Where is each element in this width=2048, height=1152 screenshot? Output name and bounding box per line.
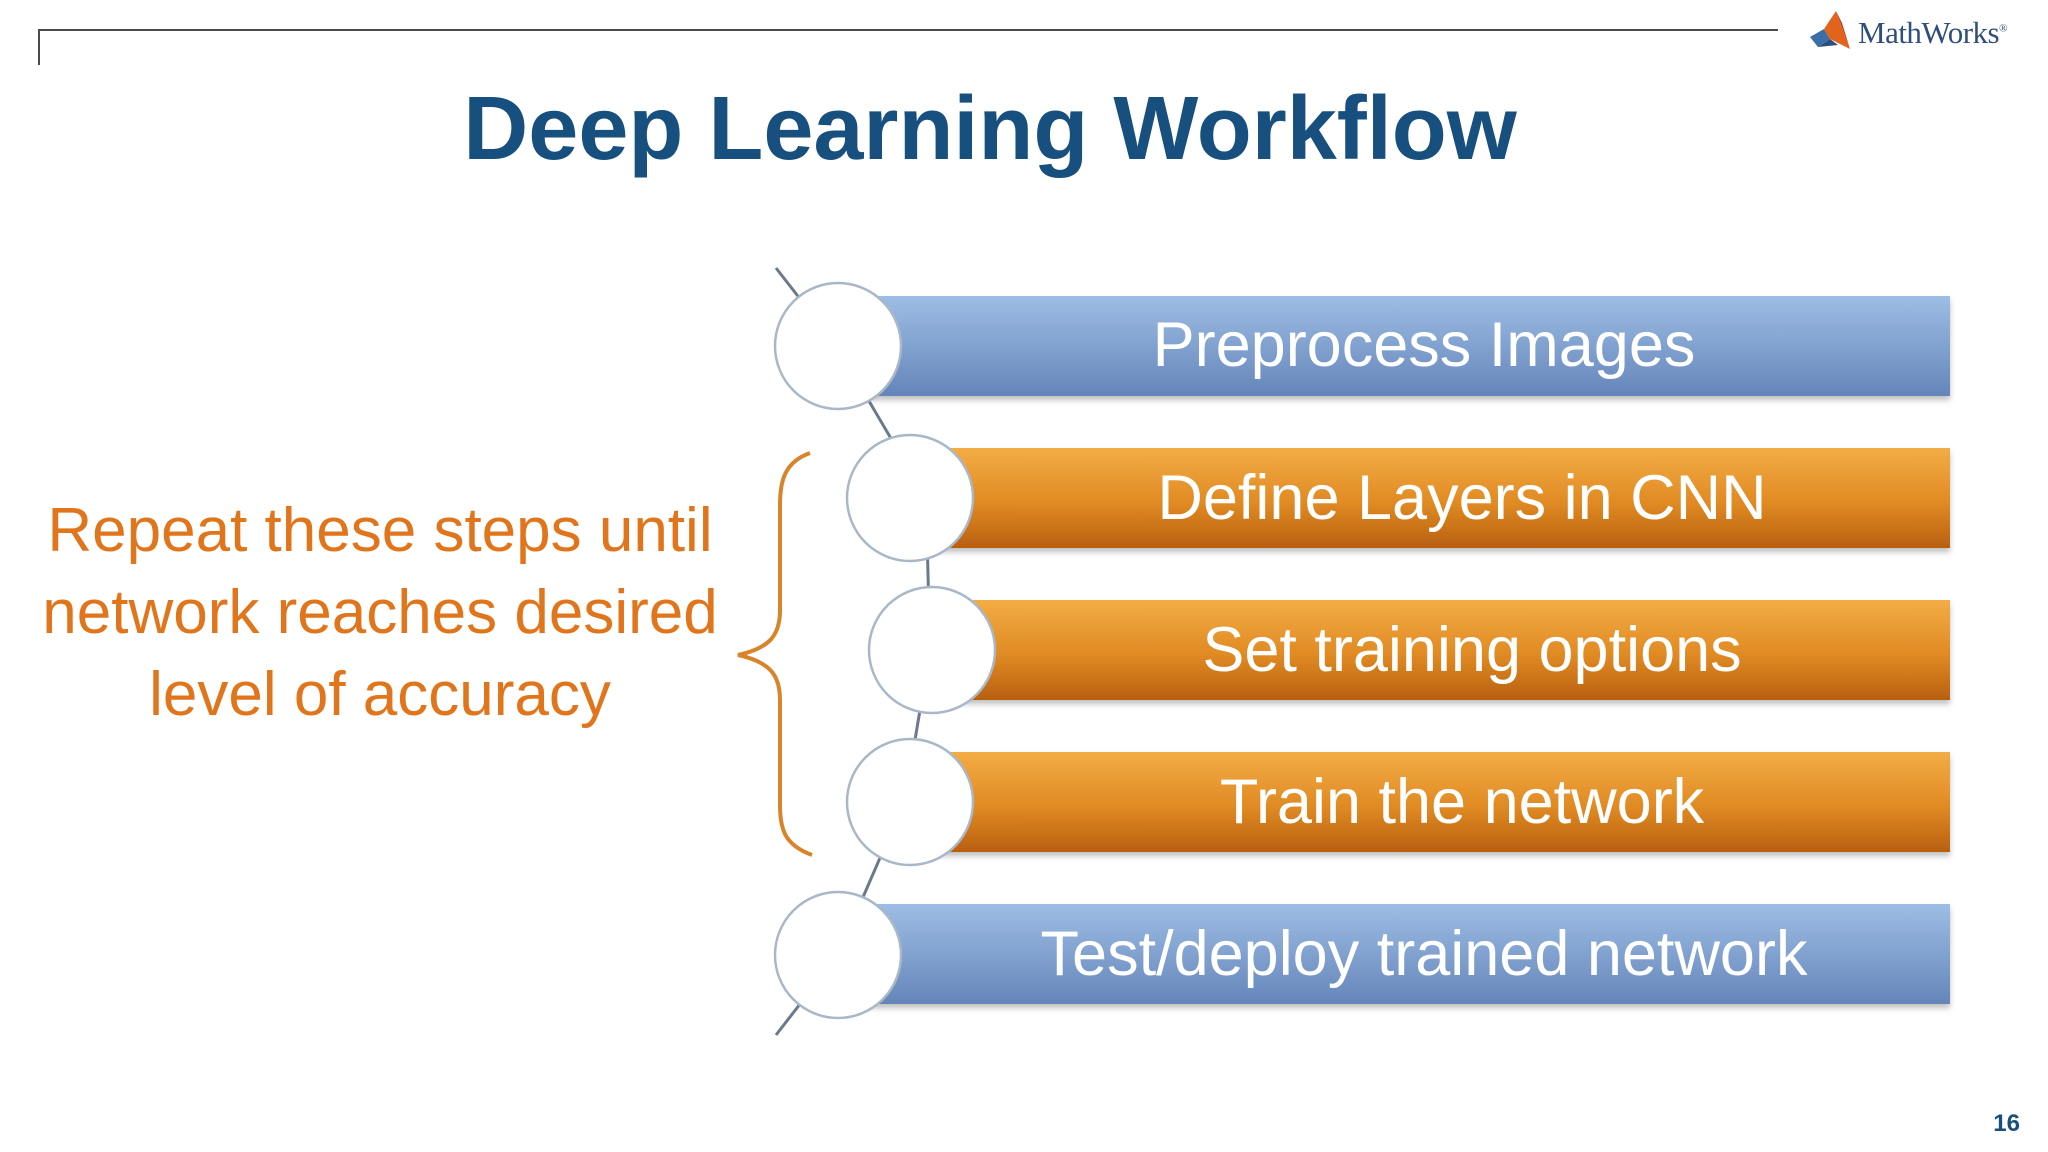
step-node bbox=[773, 281, 903, 411]
workflow-step: Preprocess Images bbox=[773, 281, 1950, 411]
step-label: Preprocess Images bbox=[1153, 310, 1696, 380]
mathworks-logo: MathWorks® bbox=[1808, 10, 2007, 56]
workflow-step: Train the network bbox=[845, 737, 1950, 867]
step-label: Set training options bbox=[1202, 615, 1741, 685]
step-node bbox=[845, 433, 975, 563]
top-rule-corner bbox=[38, 29, 40, 65]
step-bar bbox=[932, 600, 1950, 700]
step-bar bbox=[838, 296, 1950, 396]
step-label: Train the network bbox=[1220, 767, 1705, 837]
step-node bbox=[773, 890, 903, 1020]
mathworks-membrane-logo-icon bbox=[1808, 9, 1852, 58]
step-bar bbox=[910, 448, 1950, 548]
repeat-brace bbox=[737, 451, 813, 857]
workflow-step: Define Layers in CNN bbox=[845, 433, 1950, 563]
page-number: 16 bbox=[1993, 1110, 2020, 1137]
step-bar bbox=[838, 904, 1950, 1004]
workflow-step: Test/deploy trained network bbox=[773, 890, 1950, 1020]
slide-title: Deep Learning Workflow bbox=[463, 79, 1517, 179]
step-label: Test/deploy trained network bbox=[1041, 919, 1808, 989]
logo-wordmark: MathWorks® bbox=[1858, 15, 2007, 50]
step-node bbox=[867, 585, 997, 715]
workflow-steps: Preprocess Images Define Layers in CNN S… bbox=[773, 281, 1950, 1020]
step-label: Define Layers in CNN bbox=[1157, 463, 1766, 533]
repeat-note: Repeat these steps until network reaches… bbox=[42, 496, 718, 729]
step-node bbox=[845, 737, 975, 867]
top-rule bbox=[38, 29, 1778, 31]
step-bar bbox=[910, 752, 1950, 852]
workflow-step: Set training options bbox=[867, 585, 1950, 715]
